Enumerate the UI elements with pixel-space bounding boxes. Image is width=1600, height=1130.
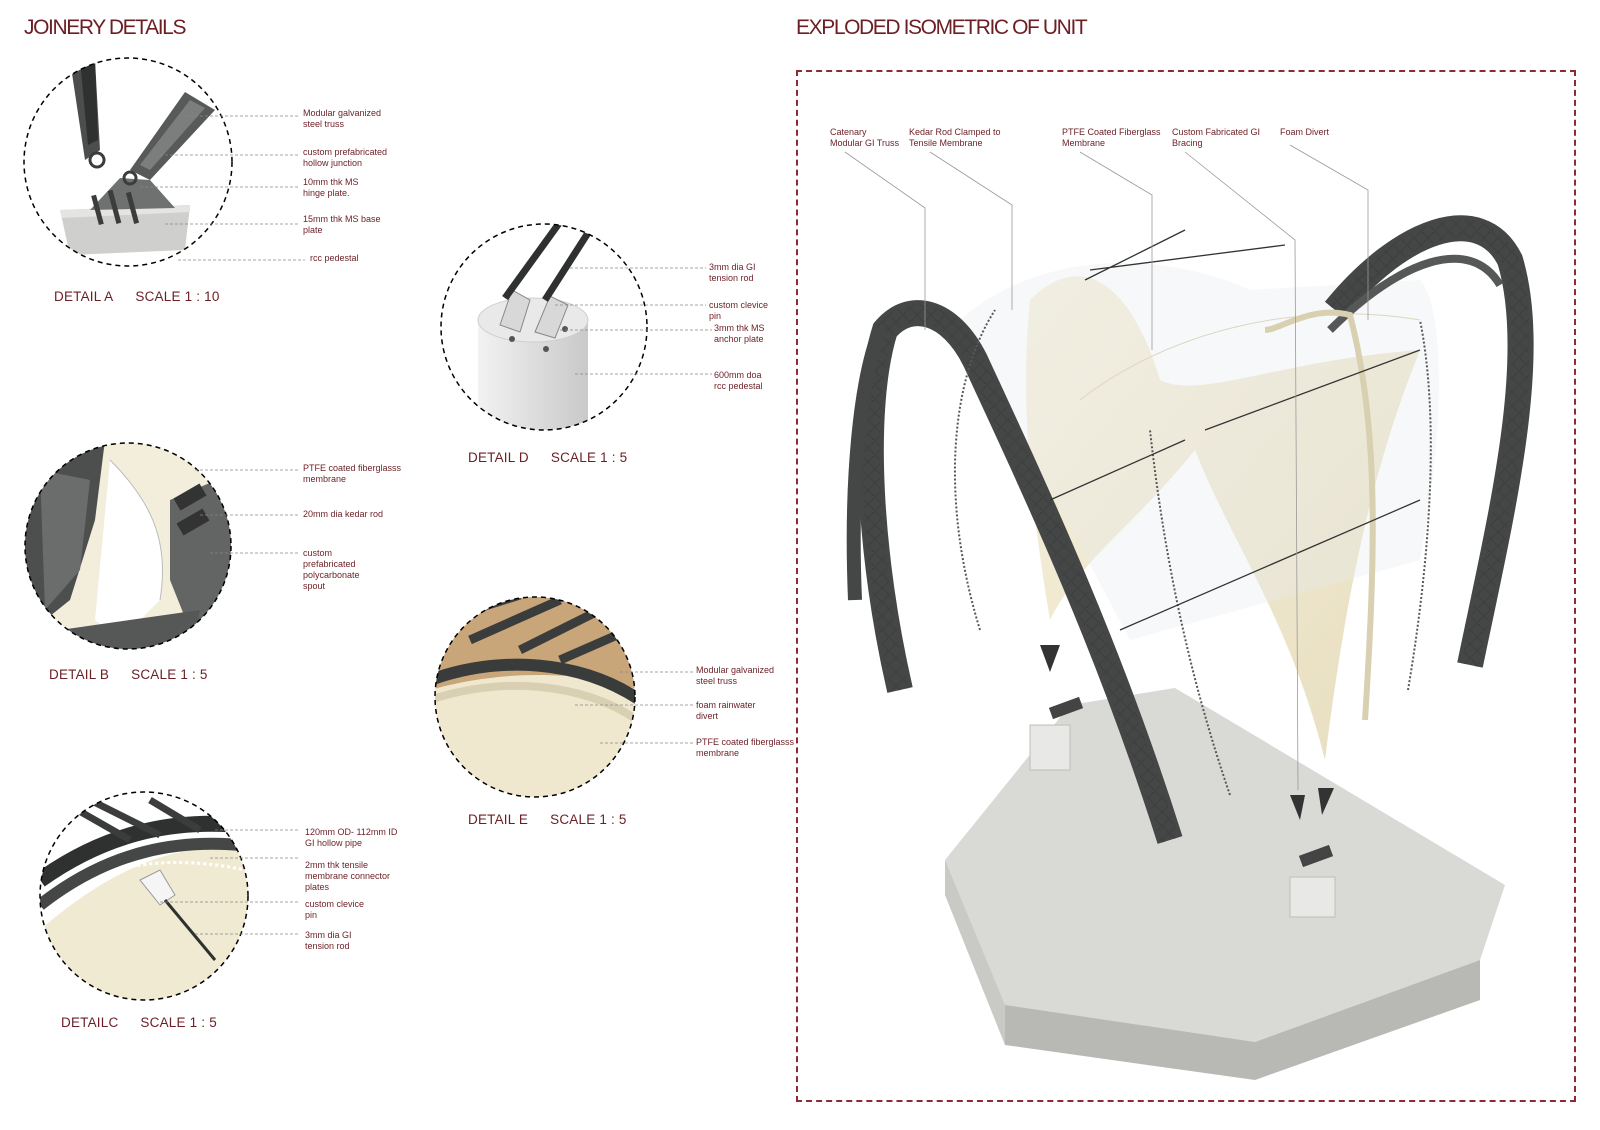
detail-d-illustration <box>440 223 648 431</box>
detail-a-label-base-plate: 15mm thk MS base plate <box>303 214 381 235</box>
iso-label-catenary-truss: Catenary Modular GI Truss <box>830 127 900 148</box>
detail-a-scale: SCALE 1 : 10 <box>135 289 220 304</box>
detail-b-scale: SCALE 1 : 5 <box>131 667 208 682</box>
detail-a-label-hinge-plate: 10mm thk MS hinge plate. <box>303 177 359 198</box>
detail-b-illustration <box>24 442 232 650</box>
detail-a-illustration <box>23 57 233 267</box>
detail-d-caption: DETAIL D SCALE 1 : 5 <box>468 450 649 465</box>
detail-a-label-junction: custom prefabricated hollow junction <box>303 147 388 168</box>
isometric-frame <box>796 70 1576 1102</box>
iso-label-gi-bracing: Custom Fabricated GI Bracing <box>1172 127 1261 148</box>
detail-e-name: DETAIL E <box>468 812 529 827</box>
detail-c-scale: SCALE 1 : 5 <box>140 1015 217 1030</box>
exploded-isometric-title: EXPLODED ISOMETRIC OF UNIT <box>796 16 1088 39</box>
detail-d-label-clevice-pin: custom clevice pin <box>709 300 769 321</box>
iso-label-kedar-rod: Kedar Rod Clamped to Tensile Membrane <box>909 127 1001 148</box>
iso-label-foam-divert: Foam Divert <box>1280 127 1330 137</box>
detail-c-label-pipe: 120mm OD- 112mm ID GI hollow pipe <box>305 827 398 848</box>
detail-b-name: DETAIL B <box>49 667 110 682</box>
detail-e-label-foam-divert: foam rainwater divert <box>696 700 756 721</box>
detail-d-label-pedestal: 600mm doa rcc pedestal <box>714 370 763 391</box>
detail-b-label-membrane: PTFE coated fiberglasss membrane <box>303 463 402 484</box>
detail-c-label-clevice-pin: custom clevice pin <box>305 899 365 920</box>
detail-e-illustration <box>434 596 636 798</box>
detail-d-label-tension-rod: 3mm dia GI tension rod <box>709 262 756 283</box>
detail-c-caption: DETAILC SCALE 1 : 5 <box>61 1015 239 1030</box>
isometric-illustration <box>846 215 1534 1080</box>
detail-b-label-spout: custom prefabricated polycarbonate spout <box>303 548 360 591</box>
detail-a-caption: DETAIL A SCALE 1 : 10 <box>54 289 242 304</box>
detail-e-scale: SCALE 1 : 5 <box>550 812 627 827</box>
detail-a-label-pedestal: rcc pedestal <box>310 253 359 263</box>
detail-c-name: DETAILC <box>61 1015 119 1030</box>
detail-c-label-connector-plates: 2mm thk tensile membrane connector plate… <box>305 860 391 892</box>
iso-label-ptfe-membrane: PTFE Coated Fiberglass Membrane <box>1062 127 1161 148</box>
detail-b-label-kedar-rod: 20mm dia kedar rod <box>303 509 384 519</box>
detail-c-label-tension-rod: 3mm dia GI tension rod <box>305 930 352 951</box>
detail-d-label-anchor-plate: 3mm thk MS anchor plate <box>714 323 765 344</box>
joinery-details-title: JOINERY DETAILS <box>24 16 186 39</box>
detail-c-illustration <box>39 791 249 1001</box>
detail-e-label-membrane: PTFE coated fiberglasss membrane <box>696 737 795 758</box>
detail-d-name: DETAIL D <box>468 450 529 465</box>
detail-d-scale: SCALE 1 : 5 <box>550 450 628 465</box>
detail-e-label-truss: Modular galvanized steel truss <box>696 665 775 686</box>
detail-a-name: DETAIL A <box>54 289 114 304</box>
detail-b-caption: DETAIL B SCALE 1 : 5 <box>49 667 230 682</box>
detail-leader-lines <box>140 115 712 935</box>
detail-a-label-truss: Modular galvanized steel truss <box>303 108 382 129</box>
detail-e-caption: DETAIL E SCALE 1 : 5 <box>468 812 649 827</box>
isometric-leader-lines <box>844 144 1369 791</box>
